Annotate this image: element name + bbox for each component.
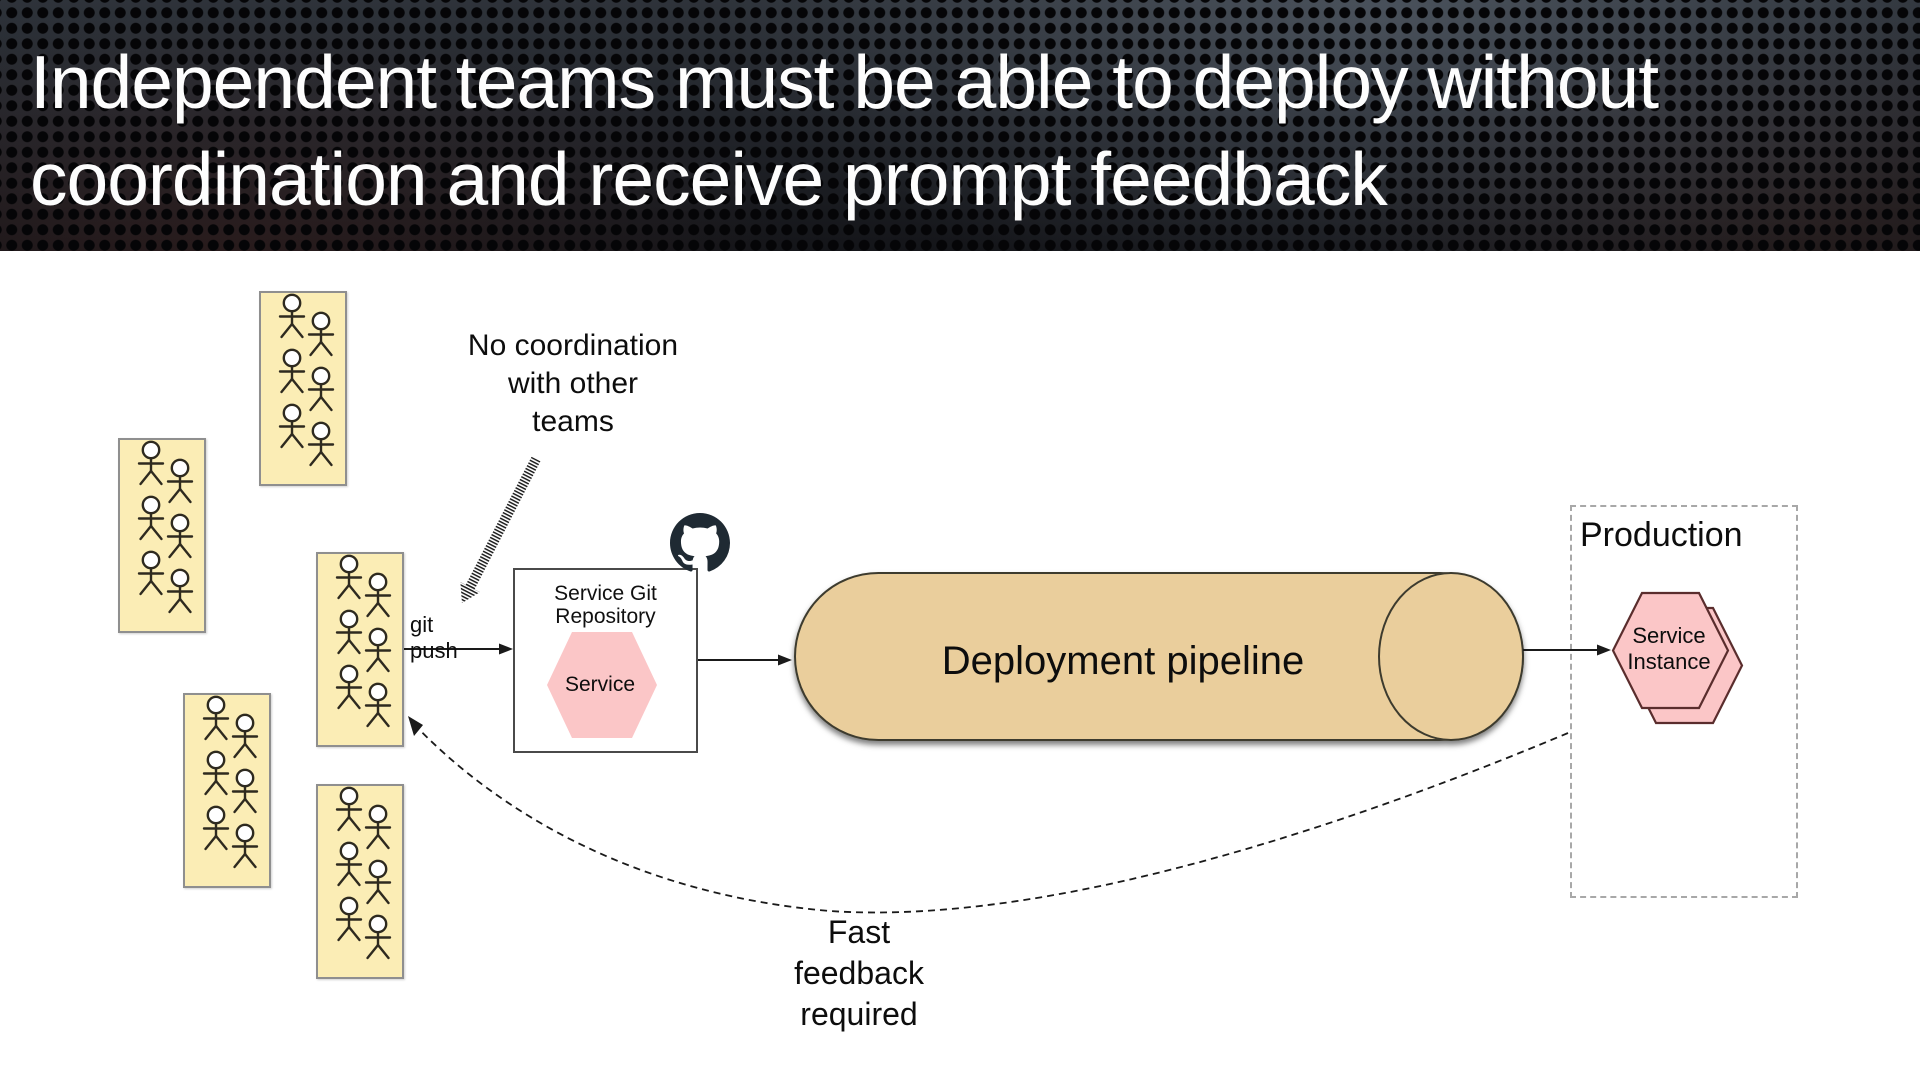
service-instance-hexagon-front [1611, 591, 1730, 710]
deployment-pipeline-cylinder [794, 572, 1524, 741]
team-members [335, 786, 392, 960]
team-members [202, 695, 259, 869]
service-hexagon-label: Service [564, 673, 636, 696]
team-box [316, 784, 404, 979]
feedback-arrowhead [408, 716, 423, 736]
repo-title: Service Git Repository [515, 582, 696, 628]
repo-title-line1: Service Git [554, 582, 657, 605]
fast-feedback-line1: Fast [827, 914, 891, 950]
no-coordination-label: No coordination with other teams [423, 327, 723, 441]
no-coordination-line3: teams [532, 405, 614, 438]
pipeline-to-production-arrow [1523, 644, 1611, 656]
git-push-label: git push [410, 612, 458, 663]
team-members [137, 440, 194, 614]
production-box [1570, 505, 1798, 898]
repo-to-pipeline-arrow [698, 654, 792, 666]
no-coordination-line2: with other [507, 367, 639, 400]
service-instance-label: Service Instance [1609, 623, 1729, 675]
github-icon [670, 513, 730, 572]
team-box [118, 438, 206, 633]
fast-feedback-curve [408, 716, 1569, 914]
repo-title-line2: Repository [555, 605, 656, 628]
service-hexagon [547, 632, 657, 738]
deployment-pipeline-label: Deployment pipeline [941, 639, 1305, 683]
service-instance-line2: Instance [1627, 649, 1711, 674]
team-members [335, 554, 392, 728]
slide-title: Independent teams must be able to deploy… [30, 34, 1890, 228]
fast-feedback-line2: feedback [794, 955, 924, 991]
slide-title-bar: Independent teams must be able to deploy… [0, 0, 1920, 251]
team-members [278, 293, 335, 467]
team-box [316, 552, 404, 747]
git-push-arrow [403, 643, 513, 655]
no-coordination-arrow [460, 456, 541, 604]
slide-title-line2: coordination and receive prompt feedback [30, 137, 1388, 221]
production-label: Production [1580, 516, 1743, 554]
team-box [259, 291, 347, 486]
service-instance-line1: Service [1632, 623, 1706, 648]
no-coordination-line1: No coordination [467, 329, 679, 362]
service-instance-hexagons [1611, 591, 1744, 725]
fast-feedback-line3: required [800, 996, 918, 1032]
fast-feedback-label: Fast feedback required [739, 912, 979, 1035]
team-box [183, 693, 271, 888]
slide-title-line1: Independent teams must be able to deploy… [30, 40, 1659, 124]
cylinder-end-cap [1378, 572, 1524, 741]
service-git-repository-box: Service Git Repository [513, 568, 698, 753]
